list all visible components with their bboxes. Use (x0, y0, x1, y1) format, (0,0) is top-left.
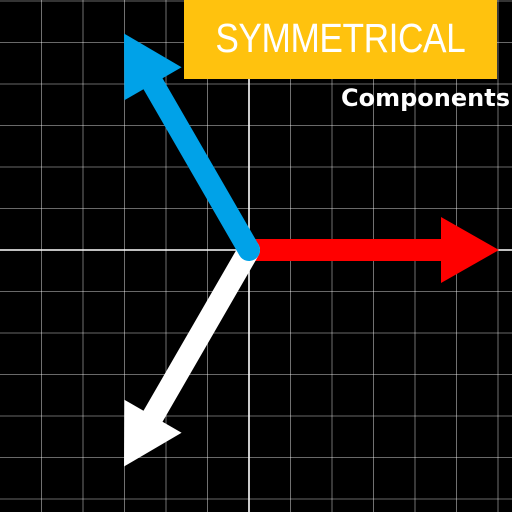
phasor-head (441, 217, 499, 283)
page-title: SYMMETRICAL (215, 15, 466, 61)
phasor-arrow-2 (124, 33, 260, 261)
phasor-head (124, 399, 182, 467)
phasor-shaft (141, 70, 260, 261)
phasor-shaft (141, 239, 260, 430)
phasor-head (124, 33, 182, 101)
page-subtitle: Components (341, 84, 510, 112)
phasors (124, 33, 499, 467)
phasor-arrow-0 (238, 217, 499, 283)
title-banner: SYMMETRICAL (184, 0, 497, 79)
phasor-arrow-1 (124, 239, 260, 467)
